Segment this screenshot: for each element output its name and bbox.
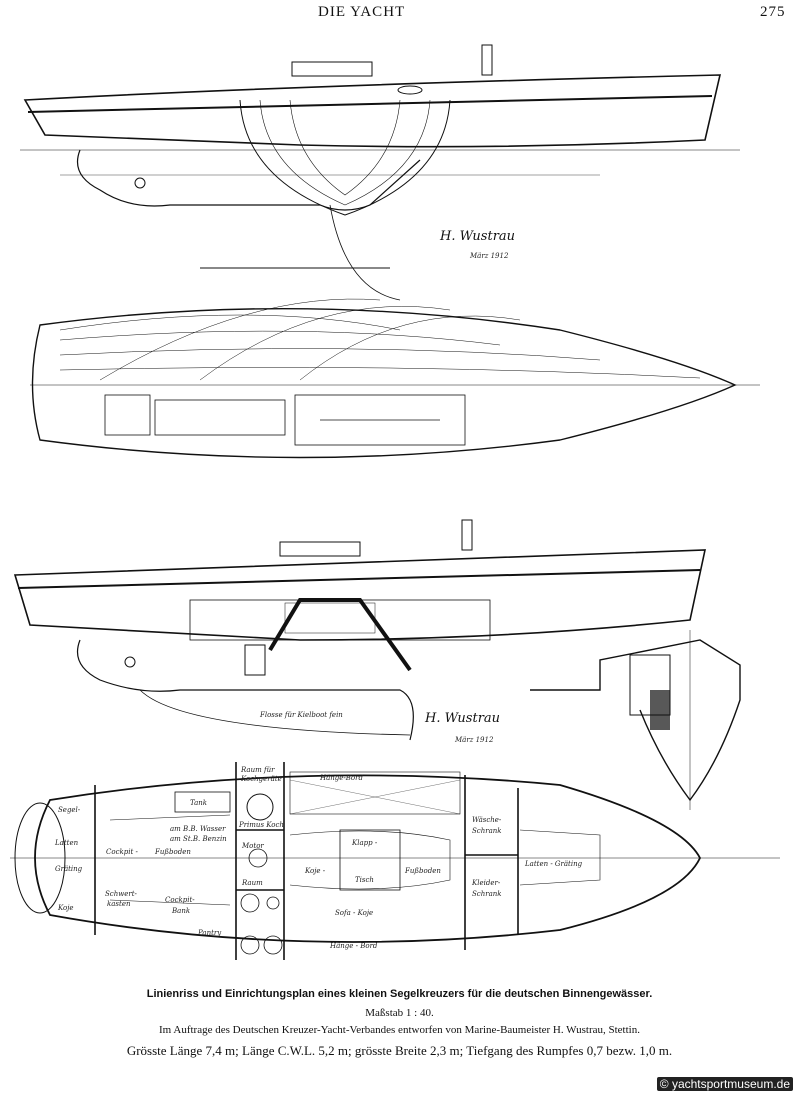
label-tank: Tank bbox=[190, 799, 207, 807]
label-kleider: Kleider- bbox=[471, 879, 501, 887]
label-raum-fuer: Raum für bbox=[240, 766, 275, 774]
caption-title: Linienriss und Einrichtungsplan eines kl… bbox=[146, 988, 653, 1000]
caption-scale: Maßstab 1 : 40. bbox=[365, 1007, 434, 1019]
date-top: März 1912 bbox=[469, 252, 509, 260]
label-kochgeraete: Kochgeräte bbox=[240, 775, 282, 783]
label-klapp: Klapp - bbox=[351, 839, 378, 847]
label-primus: Primus Koch bbox=[238, 821, 284, 829]
arrangement-labels: Segel- Koje Latten Gräting Cockpit - Fuß… bbox=[54, 766, 583, 950]
label-segel: Segel- bbox=[58, 806, 81, 814]
signature-top: H. Wustrau bbox=[439, 229, 515, 244]
half-breadth-plan bbox=[30, 298, 760, 459]
label-fussboden: Fußboden bbox=[154, 848, 191, 856]
date-bottom: März 1912 bbox=[454, 736, 494, 744]
label-latten-graeting-fwd: Latten - Gräting bbox=[524, 860, 583, 868]
journal-title: DIE YACHT bbox=[318, 4, 406, 20]
yacht-drawings: H. Wustrau März 1912 Flosse für Kielboot… bbox=[10, 44, 780, 960]
label-raum: Raum bbox=[241, 879, 263, 887]
label-cockpit-bank: Cockpit- bbox=[165, 896, 195, 904]
label-koje-mid: Koje - bbox=[304, 867, 326, 875]
label-bb-wasser: am B.B. Wasser bbox=[170, 825, 226, 833]
lines-plan-profile: H. Wustrau März 1912 bbox=[20, 44, 740, 301]
label-motor: Motor bbox=[241, 842, 264, 850]
label-koje-aft: Koje bbox=[57, 904, 74, 912]
label-waesche-schrank: Schrank bbox=[472, 827, 502, 835]
page-number: 275 bbox=[760, 4, 786, 20]
label-bank: Bank bbox=[171, 907, 190, 915]
label-graeting: Gräting bbox=[55, 865, 83, 873]
caption-designer: Im Auftrage des Deutschen Kreuzer-Yacht-… bbox=[159, 1024, 640, 1036]
label-pantry: Pantry bbox=[197, 929, 222, 937]
label-kleider-schrank: Schrank bbox=[472, 890, 502, 898]
label-schwert: Schwert- bbox=[105, 890, 138, 898]
label-haenge-bord-bottom: Hänge - Bord bbox=[329, 942, 378, 950]
label-waesche: Wäsche- bbox=[472, 816, 502, 824]
label-stb-benzin: am St.B. Benzin bbox=[170, 835, 227, 843]
label-cockpit: Cockpit - bbox=[106, 848, 138, 856]
watermark: © yachtsportmuseum.de bbox=[656, 1077, 793, 1091]
arrangement-plan bbox=[10, 762, 780, 960]
caption-dimensions: Grösste Länge 7,4 m; Länge C.W.L. 5,2 m;… bbox=[126, 1043, 673, 1058]
midship-section bbox=[530, 630, 741, 810]
label-fussboden-mid: Fußboden bbox=[404, 867, 441, 875]
label-tisch: Tisch bbox=[355, 876, 374, 884]
label-haenge-bord-top: Hänge-Bord bbox=[319, 774, 363, 782]
fin-note: Flosse für Kielboot fein bbox=[259, 711, 343, 719]
label-latten: Latten bbox=[54, 839, 79, 847]
label-sofa-koje: Sofa - Koje bbox=[335, 909, 373, 917]
arrangement-profile: Flosse für Kielboot fein H. Wustrau März… bbox=[13, 519, 706, 744]
label-kasten: kasten bbox=[107, 900, 131, 908]
signature-bottom: H. Wustrau bbox=[424, 711, 500, 726]
